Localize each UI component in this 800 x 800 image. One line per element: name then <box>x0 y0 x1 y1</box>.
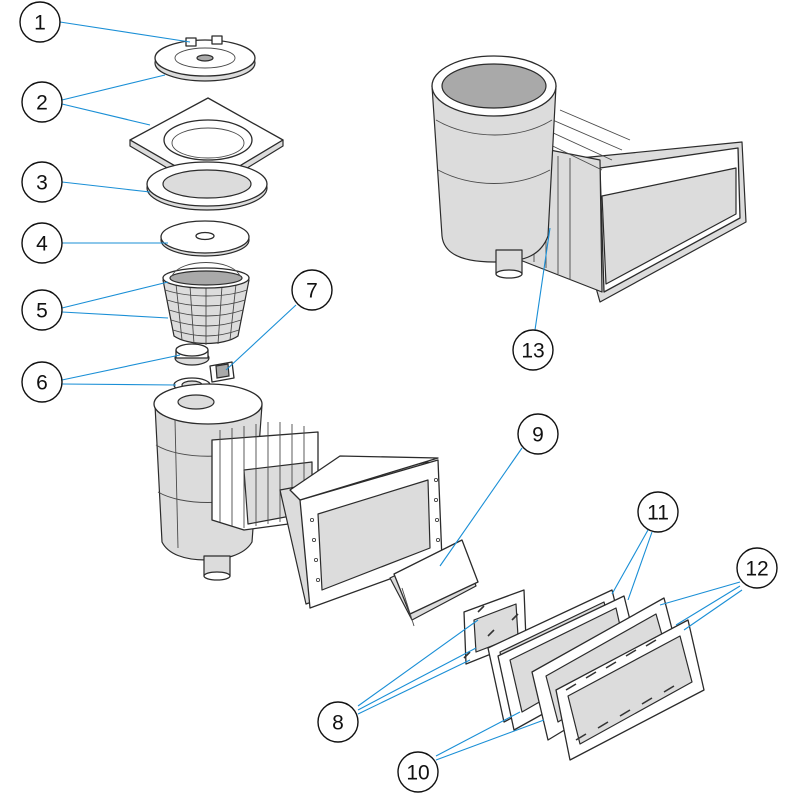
svg-text:12: 12 <box>745 558 768 581</box>
svg-text:6: 6 <box>36 372 48 395</box>
svg-text:2: 2 <box>36 92 48 115</box>
callout-12: 12 <box>736 547 778 589</box>
svg-text:13: 13 <box>521 340 544 363</box>
svg-text:7: 7 <box>306 280 318 303</box>
lid-part <box>154 35 256 82</box>
leader-lines <box>59 21 743 761</box>
callout-7: 7 <box>291 269 333 311</box>
callout-4: 4 <box>21 222 63 264</box>
callout-11: 11 <box>637 491 679 533</box>
callout-13: 13 <box>512 329 554 371</box>
clip-part <box>209 361 235 383</box>
callout-10: 10 <box>397 751 439 793</box>
callout-5: 5 <box>21 289 63 331</box>
callout-8: 8 <box>317 701 359 743</box>
assembled-skimmer <box>431 55 747 303</box>
adapter-ring-part <box>146 161 268 211</box>
weir-disc-part <box>160 220 250 257</box>
callout-3: 3 <box>21 161 63 203</box>
face-plate-part <box>531 597 705 761</box>
svg-text:11: 11 <box>647 502 669 525</box>
callout-2: 2 <box>21 81 63 123</box>
svg-text:10: 10 <box>406 762 429 785</box>
callout-6: 6 <box>21 361 63 403</box>
callout-1: 1 <box>19 1 61 43</box>
svg-text:1: 1 <box>34 12 46 35</box>
callout-9: 9 <box>517 413 559 455</box>
svg-text:9: 9 <box>532 424 544 447</box>
svg-text:5: 5 <box>36 300 48 323</box>
svg-text:3: 3 <box>36 172 48 195</box>
svg-text:4: 4 <box>36 233 48 256</box>
flap-part <box>389 539 479 627</box>
svg-text:8: 8 <box>332 712 344 735</box>
basket-part <box>162 262 250 345</box>
